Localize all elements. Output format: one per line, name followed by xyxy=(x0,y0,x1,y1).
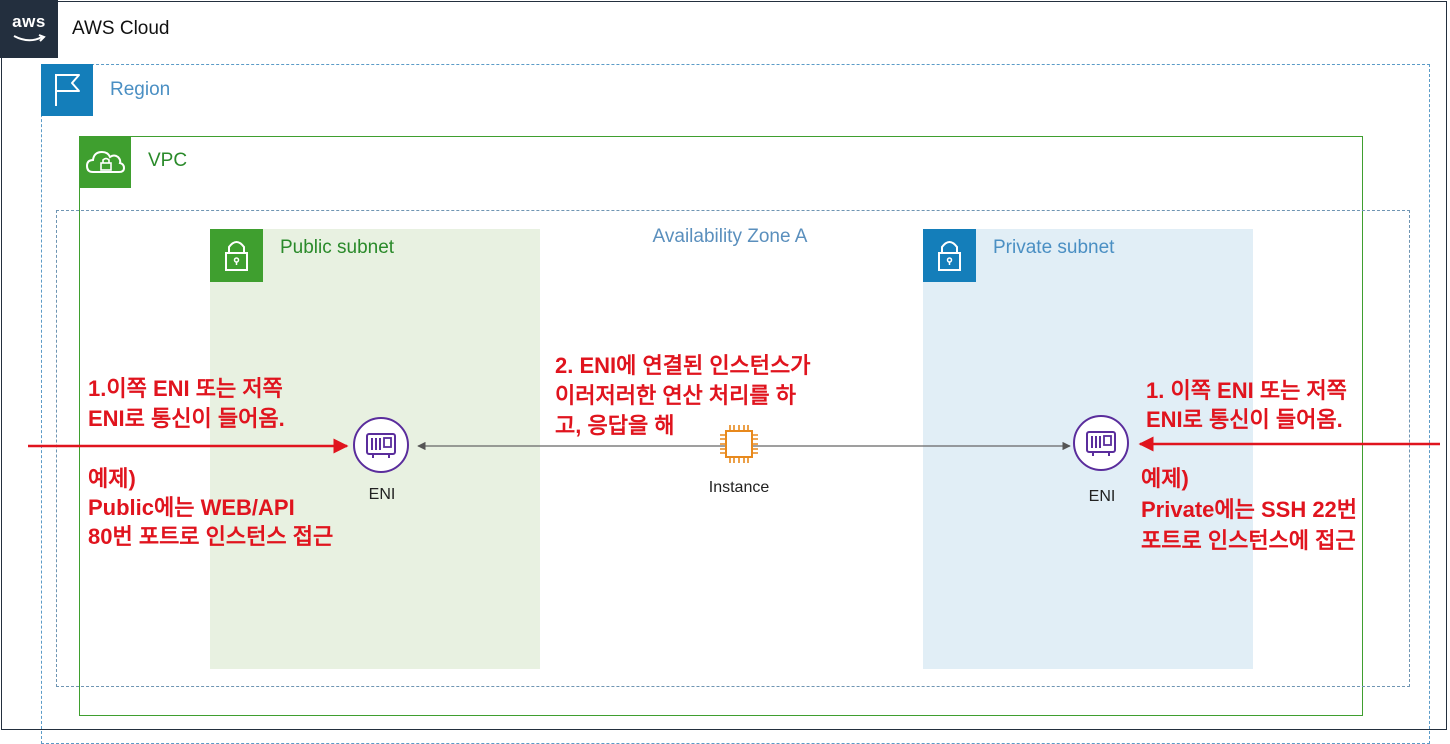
vpc-group xyxy=(79,136,1363,716)
aws-smile-icon xyxy=(13,34,46,42)
network-interface-icon xyxy=(352,416,410,474)
cloud-lock-icon xyxy=(79,136,131,188)
eni-label: ENI xyxy=(1088,488,1116,505)
center-processing-note: 2. ENI에 연결된 인스턴스가 이러저러한 연산 처리를 하 고, 응답을 … xyxy=(555,353,811,438)
availability-zone-group xyxy=(56,210,1410,687)
instance-label: Instance xyxy=(708,479,770,496)
padlock-icon xyxy=(923,229,976,282)
eni-label: ENI xyxy=(368,486,396,503)
left-inbound-note: 1.이쪽 ENI 또는 저쪽 ENI로 통신이 들어옴. xyxy=(88,376,285,431)
vpc-title: VPC xyxy=(148,150,188,171)
ec2-chip-icon xyxy=(716,421,762,467)
right-inbound-note: 1. 이쪽 ENI 또는 저쪽 ENI로 통신이 들어옴. xyxy=(1146,378,1347,432)
public-subnet-title: Public subnet xyxy=(280,237,395,258)
private-subnet-title: Private subnet xyxy=(993,237,1115,258)
aws-logo-text: aws xyxy=(12,12,46,31)
flag-icon xyxy=(41,64,93,116)
left-example-note: 예제) Public에는 WEB/API 80번 포트로 인스턴스 접근 xyxy=(88,466,334,549)
padlock-icon xyxy=(210,229,263,282)
aws-cloud-group xyxy=(1,1,1447,730)
aws-logo: aws xyxy=(0,0,58,58)
right-example-note: 예제) Private에는 SSH 22번 포트로 인스턴스에 접근 xyxy=(1141,466,1358,553)
region-title: Region xyxy=(110,79,171,100)
aws-cloud-title: AWS Cloud xyxy=(72,18,170,39)
network-interface-icon xyxy=(1072,414,1130,472)
availability-zone-title: Availability Zone A xyxy=(652,226,808,247)
